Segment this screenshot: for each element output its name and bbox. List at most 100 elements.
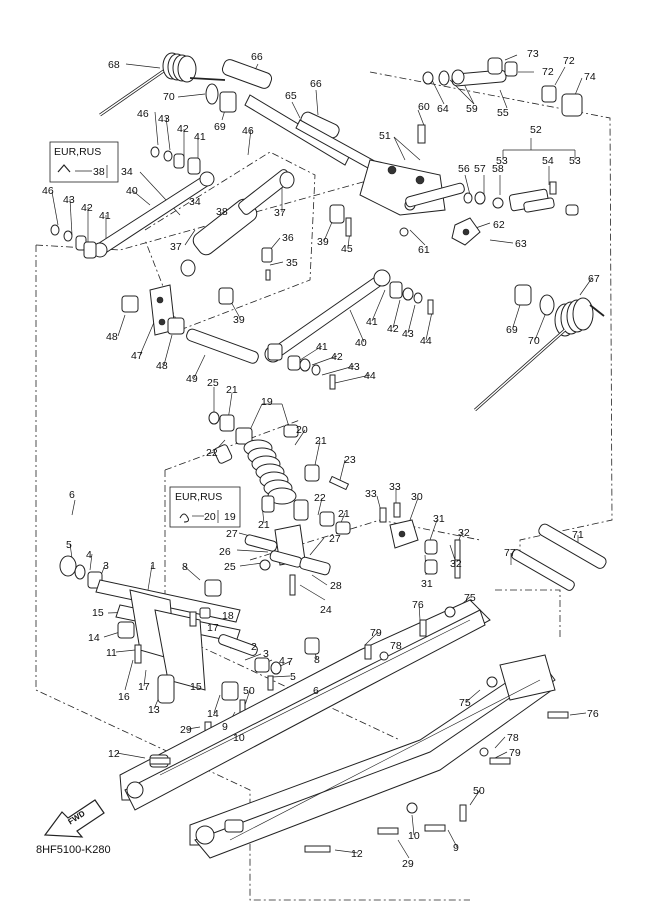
callout-5: 5 [290, 671, 296, 683]
callout-46: 46 [242, 125, 254, 137]
callout-21: 21 [338, 508, 350, 520]
callout-21: 21 [315, 435, 327, 447]
ref-b: 34 [121, 166, 133, 178]
rear-links-upper [50, 146, 352, 305]
callout-24: 24 [320, 604, 332, 616]
callout-6: 6 [313, 685, 319, 697]
callout-42: 42 [177, 123, 189, 135]
callout-38: 38 [216, 206, 228, 218]
callout-44: 44 [364, 370, 376, 382]
callout-16: 16 [118, 691, 130, 703]
region-label: EUR,RUS [54, 146, 101, 158]
rail-shafts [511, 523, 607, 591]
callout-35: 35 [286, 257, 298, 269]
callout-8: 8 [314, 654, 320, 666]
callout-41: 41 [194, 131, 206, 143]
callout-79: 79 [509, 747, 521, 759]
callout-54: 54 [542, 155, 554, 167]
callout-75: 75 [464, 592, 476, 604]
callout-40: 40 [126, 185, 138, 197]
callout-68: 68 [108, 59, 120, 71]
callout-39: 39 [317, 236, 329, 248]
callout-45: 45 [341, 243, 353, 255]
callout-62: 62 [493, 219, 505, 231]
rail-hardware [149, 606, 569, 853]
center-shock-19 [208, 411, 351, 535]
callout-37: 37 [170, 241, 182, 253]
callout-65: 65 [285, 90, 297, 102]
callout-12: 12 [351, 848, 363, 860]
callout-17: 17 [138, 681, 150, 693]
callout-7: 7 [287, 656, 293, 668]
ref-a: 20 [204, 511, 216, 523]
top-right-parts [422, 57, 583, 216]
callout-67: 67 [588, 273, 600, 285]
callout-18: 18 [222, 610, 234, 622]
callout-labels: 68 66 66 70 69 65 73 72 72 74 64 59 55 6… [42, 48, 600, 870]
callout-48: 48 [156, 360, 168, 372]
callout-1: 1 [150, 560, 156, 572]
coil-spring-20 [243, 439, 297, 505]
callout-10: 10 [408, 830, 420, 842]
callout-69: 69 [506, 324, 518, 336]
callout-34: 34 [189, 196, 201, 208]
callout-63: 63 [515, 238, 527, 250]
callout-29: 29 [180, 724, 192, 736]
callout-42: 42 [331, 351, 343, 363]
callout-46: 46 [42, 185, 54, 197]
callout-51: 51 [379, 130, 391, 142]
callout-76: 76 [587, 708, 599, 720]
callout-60: 60 [418, 101, 430, 113]
callout-31: 31 [421, 578, 433, 590]
callout-41: 41 [316, 341, 328, 353]
callout-40: 40 [355, 337, 367, 349]
mid-pivot-parts [244, 502, 461, 596]
callout-8: 8 [182, 561, 188, 573]
callout-69: 69 [214, 121, 226, 133]
callout-10: 10 [233, 732, 245, 744]
ref-a: 38 [93, 166, 105, 178]
callout-25: 25 [207, 377, 219, 389]
damper-block-52 [463, 181, 579, 216]
callout-78: 78 [390, 640, 402, 652]
callout-31: 31 [433, 513, 445, 525]
callout-37: 37 [274, 207, 286, 219]
callout-47: 47 [131, 350, 143, 362]
clip-icon [179, 513, 189, 523]
callout-3: 3 [263, 648, 269, 660]
callout-11: 11 [106, 647, 117, 659]
callout-56: 56 [458, 163, 470, 175]
callout-58: 58 [492, 163, 504, 175]
side-rail-right [189, 654, 556, 859]
callout-43: 43 [158, 113, 170, 125]
callout-14: 14 [207, 708, 219, 720]
torsion-spring-67 [474, 297, 605, 412]
callout-64: 64 [437, 103, 449, 115]
callout-59: 59 [466, 103, 478, 115]
callout-42: 42 [81, 202, 93, 214]
callout-2: 2 [251, 641, 257, 653]
callout-73: 73 [527, 48, 539, 60]
callout-22: 22 [206, 447, 218, 459]
callout-27: 27 [329, 533, 341, 545]
callout-4: 4 [86, 549, 92, 561]
callout-43: 43 [348, 361, 360, 373]
callout-9: 9 [222, 721, 228, 733]
callout-22: 22 [314, 492, 326, 504]
callout-53: 53 [569, 155, 581, 167]
clip-icon [57, 164, 71, 173]
front-arm-assembly [205, 59, 481, 246]
callout-17: 17 [207, 622, 219, 634]
callout-30: 30 [411, 491, 423, 503]
region-box-mid: EUR,RUS 20 19 [169, 486, 241, 528]
rear-right-upper [264, 269, 555, 390]
callout-55: 55 [497, 107, 509, 119]
callout-70: 70 [528, 335, 540, 347]
callout-44: 44 [420, 335, 432, 347]
callout-50: 50 [243, 685, 255, 697]
callout-78: 78 [507, 732, 519, 744]
callout-66: 66 [310, 78, 322, 90]
callout-32: 32 [458, 527, 470, 539]
callout-43: 43 [402, 328, 414, 340]
